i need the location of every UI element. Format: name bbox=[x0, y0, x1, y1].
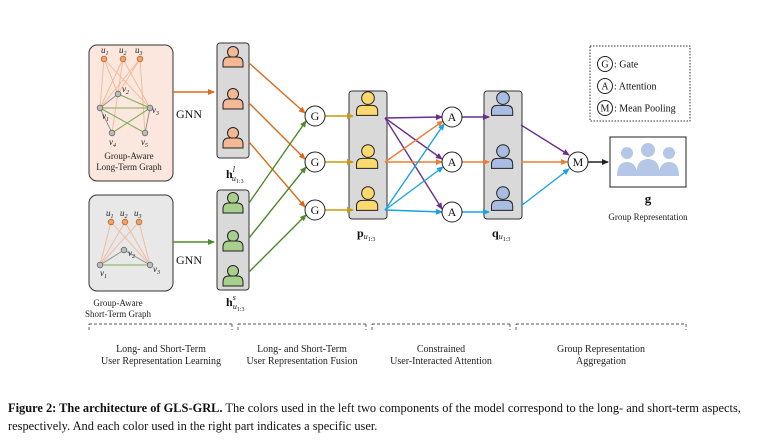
arrow-long-to-gate-3 bbox=[248, 141, 306, 208]
node-v3: v3 bbox=[152, 105, 159, 117]
long-term-graph: u1 u2 u3 v2 v1 v3 v4 v5 Group-Aware Long… bbox=[88, 44, 174, 182]
gate-node-2-label: G bbox=[311, 155, 320, 169]
user-q-icon-2 bbox=[491, 144, 514, 169]
group-symbol: g bbox=[645, 191, 652, 206]
arrow-p1-to-attention-3 bbox=[384, 117, 443, 210]
diagram-canvas: u1 u2 u3 v2 v1 v3 v4 v5 Group-Aware Long… bbox=[85, 42, 691, 367]
gate-node-1 bbox=[304, 105, 326, 127]
node-v2: v2 bbox=[122, 84, 129, 96]
legend-pooling-symbol: M bbox=[601, 104, 610, 115]
p-label: pu1:3 bbox=[357, 226, 375, 243]
long-graph-label-1: Group-Aware bbox=[104, 151, 153, 161]
node-v4: v4 bbox=[109, 137, 116, 149]
figure-caption: Figure 2: The architecture of GLS-GRL. T… bbox=[8, 399, 770, 435]
arrow-short-to-gate-3 bbox=[248, 214, 307, 273]
short-node-v1: v1 bbox=[100, 268, 107, 280]
short-node-v3: v3 bbox=[153, 264, 160, 276]
legend-gate-text: : Gate bbox=[614, 60, 639, 71]
gate-node-3-label: G bbox=[311, 203, 320, 217]
arrow-p1-to-attention-2 bbox=[384, 117, 443, 160]
user-fused-icon-2 bbox=[356, 144, 379, 169]
stage-3-line2: User-Interacted Attention bbox=[390, 356, 492, 367]
short-graph-label-1: Group-Aware bbox=[93, 298, 142, 308]
node-u1: u1 bbox=[101, 45, 109, 57]
group-people-icon bbox=[617, 143, 679, 176]
user-q-icon-1 bbox=[491, 91, 514, 116]
attention-node-1-label: A bbox=[448, 110, 457, 124]
user-short-icon-2 bbox=[222, 230, 244, 252]
legend-pooling-text: : Mean Pooling bbox=[614, 104, 676, 115]
attention-node-2-label: A bbox=[448, 155, 457, 169]
arrow-long-to-gate-1 bbox=[248, 62, 306, 114]
gate-node-3 bbox=[304, 199, 326, 221]
stage-3-line1: Constrained bbox=[417, 344, 465, 355]
attention-node-1 bbox=[441, 106, 463, 128]
short-node-v2: v2 bbox=[128, 248, 135, 260]
legend-pooling-icon bbox=[597, 100, 613, 116]
arrow-p1-to-attention-1 bbox=[384, 114, 443, 121]
short-node-u2: u2 bbox=[120, 208, 128, 220]
user-icons bbox=[222, 46, 514, 287]
user-long-icon-2 bbox=[222, 88, 244, 110]
legend: G A M : Gate : Attention : Mean Pooling bbox=[589, 45, 691, 122]
attention-node-3-label: A bbox=[448, 205, 457, 219]
arrow-q1-to-pooling bbox=[520, 124, 570, 156]
user-fused-icon-1 bbox=[356, 91, 379, 116]
gate-node-2 bbox=[304, 151, 326, 173]
gate-node-1-label: G bbox=[311, 109, 320, 123]
arrow-q3-to-pooling bbox=[520, 168, 570, 207]
node-v5: v5 bbox=[141, 137, 148, 149]
gnn-label-long: GNN bbox=[176, 107, 202, 121]
user-fused-icon-3 bbox=[356, 186, 379, 211]
node-v1: v1 bbox=[102, 111, 109, 123]
arrow-p2-to-attention-1 bbox=[384, 120, 444, 163]
long-graph-label-2: Long-Term Graph bbox=[96, 162, 162, 172]
caption-bold: Figure 2: The architecture of GLS-GRL. bbox=[8, 401, 223, 415]
user-short-icon-3 bbox=[222, 265, 244, 287]
arrow-long-to-gate-2 bbox=[248, 102, 306, 160]
group-representation: g Group Representation bbox=[608, 136, 688, 222]
node-u2: u2 bbox=[119, 45, 127, 57]
user-q-icon-3 bbox=[491, 186, 514, 211]
stage-1-line2: User Representation Learning bbox=[101, 356, 221, 367]
node-u3: u3 bbox=[135, 45, 143, 57]
user-short-icon-1 bbox=[222, 192, 244, 214]
legend-attention-symbol: A bbox=[601, 82, 609, 93]
user-long-icon-3 bbox=[222, 127, 244, 149]
attention-node-3 bbox=[441, 201, 463, 223]
short-node-u1: u1 bbox=[106, 208, 114, 220]
stage-4-line2: Aggregation bbox=[576, 356, 626, 367]
legend-gate-icon bbox=[597, 56, 613, 72]
stage-2-line1: Long- and Short-Term bbox=[257, 344, 347, 355]
stage-1-line1: Long- and Short-Term bbox=[116, 344, 206, 355]
group-label: Group Representation bbox=[608, 212, 688, 222]
arrow-p3-to-attention-3 bbox=[384, 208, 443, 215]
stage-brackets bbox=[88, 323, 687, 330]
pooling-node-label: M bbox=[573, 155, 584, 169]
stage-4-line1: Group Representation bbox=[557, 344, 645, 355]
arrow-p3-to-attention-2 bbox=[384, 166, 444, 211]
legend-attention-icon bbox=[597, 78, 613, 94]
user-long-icon-1 bbox=[222, 46, 244, 68]
q-label: qu1:3 bbox=[492, 226, 510, 243]
legend-attention-text: : Attention bbox=[614, 82, 657, 93]
stage-2-line2: User Representation Fusion bbox=[246, 356, 357, 367]
caption-text: The colors used in the left two componen… bbox=[8, 401, 741, 433]
short-graph-label-2: Short-Term Graph bbox=[85, 309, 152, 319]
legend-gate-symbol: G bbox=[601, 60, 608, 71]
arrow-short-to-gate-1 bbox=[248, 120, 307, 204]
short-term-graph: u1 u2 u3 v2 v1 v3 Group-Aware Short-Term… bbox=[85, 194, 174, 319]
attention-node-2 bbox=[441, 151, 463, 173]
connection-arrows bbox=[248, 62, 609, 273]
pooling-node bbox=[567, 151, 589, 173]
arrow-short-to-gate-2 bbox=[248, 166, 307, 239]
arrow-p3-to-attention-1 bbox=[384, 123, 445, 211]
short-node-u3: u3 bbox=[134, 208, 142, 220]
gnn-label-short: GNN bbox=[176, 253, 202, 267]
